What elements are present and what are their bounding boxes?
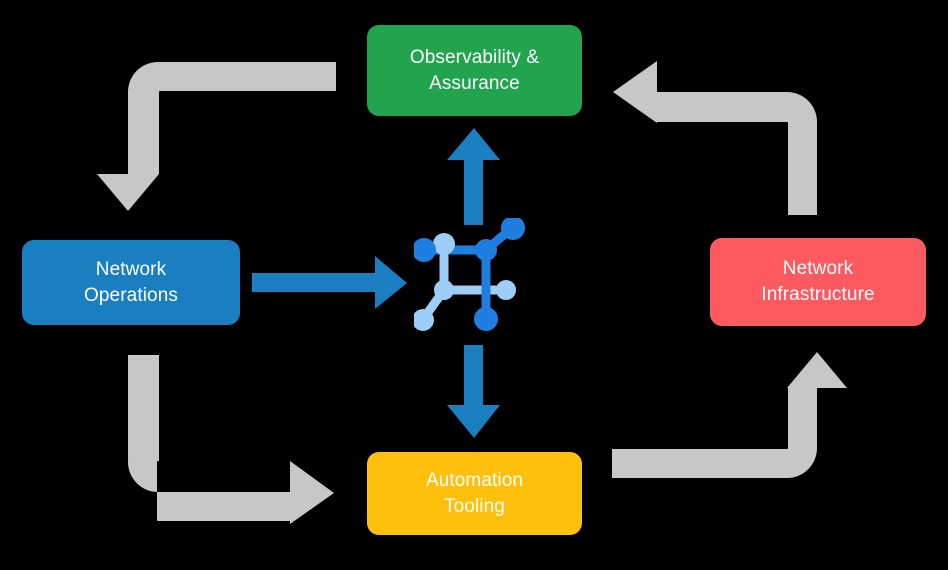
blue-arrow-center-to-observability: [447, 128, 500, 225]
blue-arrow-center-to-automation: [447, 345, 500, 438]
gray-arrow-infrastructure-to-observability: [613, 61, 817, 215]
node-label-infrastructure: Network Infrastructure: [761, 258, 875, 305]
node-network-infrastructure[interactable]: Network Infrastructure: [710, 238, 926, 326]
network-topology-icon: [414, 218, 525, 331]
gray-arrow-automation-to-infrastructure: [612, 352, 847, 478]
gray-arrow-observability-to-operations: [97, 62, 336, 211]
blue-arrow-operations-to-center: [252, 256, 407, 309]
node-label-observability: Observability & Assurance: [409, 46, 540, 94]
node-network-operations[interactable]: Network Operations: [22, 240, 240, 325]
node-label-automation: Automation Tooling: [425, 469, 524, 517]
node-automation-tooling[interactable]: Automation Tooling: [367, 452, 582, 535]
node-label-operations: Network Operations: [84, 258, 178, 306]
node-observability-assurance[interactable]: Observability & Assurance: [367, 25, 582, 116]
gray-arrow-operations-to-automation: [128, 355, 334, 524]
